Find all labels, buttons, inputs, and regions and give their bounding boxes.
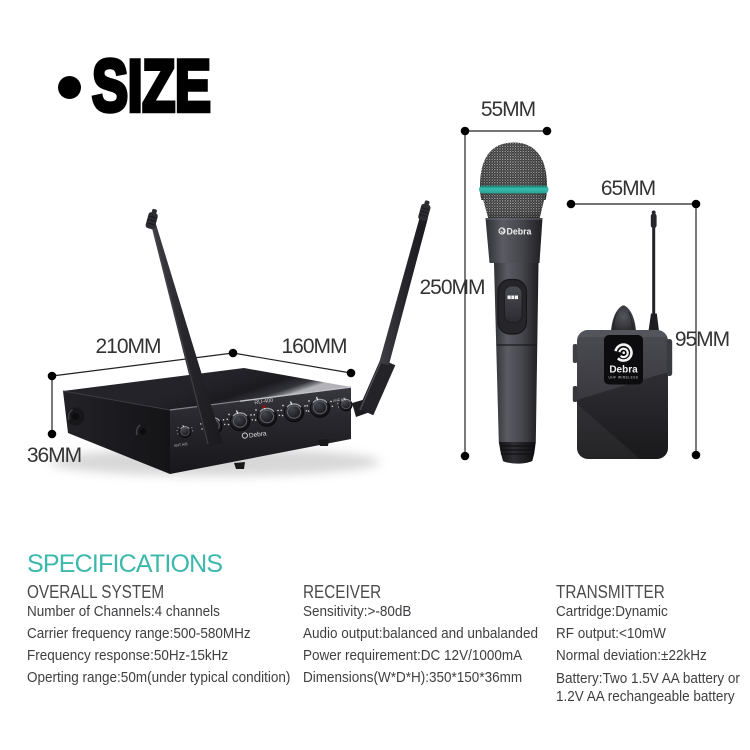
- svg-text:UHF WIRELESS: UHF WIRELESS: [609, 376, 639, 380]
- svg-text:ANT A/B: ANT A/B: [333, 397, 348, 403]
- svg-text:ANT A/B: ANT A/B: [174, 442, 189, 448]
- svg-text:RU-400: RU-400: [254, 398, 274, 407]
- svg-text:Debra: Debra: [609, 365, 638, 376]
- svg-text:Debra: Debra: [248, 430, 267, 439]
- svg-text:Debra: Debra: [507, 227, 532, 237]
